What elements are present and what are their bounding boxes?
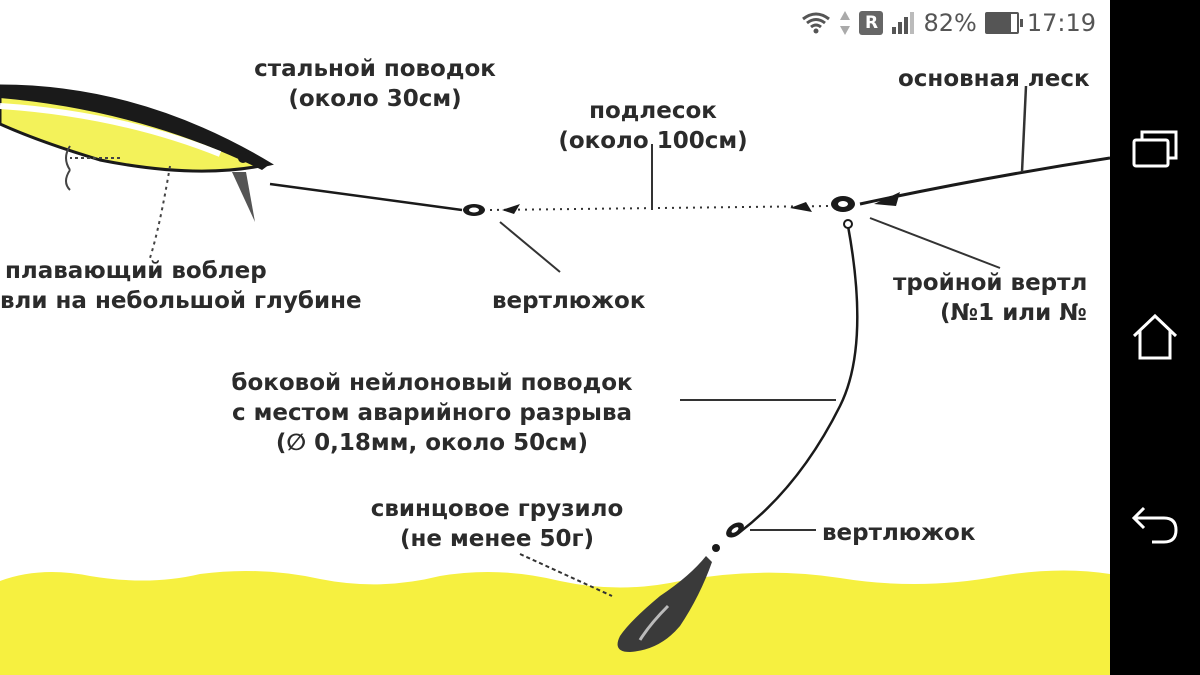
lure-label: плавающий воблер <box>5 258 267 284</box>
home-button[interactable] <box>1125 307 1185 367</box>
steel-leader-label: стальной поводок <box>254 56 496 82</box>
cell-signal-icon <box>891 11 915 35</box>
back-icon <box>1131 506 1178 544</box>
triple-swivel-label: тройной вертл <box>893 270 1087 296</box>
sub-line-label: подлесок <box>589 98 717 124</box>
triple-swivel-icon <box>790 192 900 229</box>
image-viewer[interactable]: стальной поводок (около 30см) подлесок (… <box>0 46 1110 675</box>
sub-line-length: (около 100см) <box>558 128 747 154</box>
data-arrows-icon <box>839 10 851 36</box>
sinker-weight: (не менее 50г) <box>400 526 594 552</box>
swivel-icon <box>463 204 520 216</box>
triple-swivel-size: (№1 или № <box>940 300 1087 326</box>
recent-apps-icon <box>1132 130 1178 168</box>
side-leader-break: с местом аварийного разрыва <box>232 400 632 426</box>
back-button[interactable] <box>1125 494 1185 554</box>
bottom-swivel-label: вертлюжок <box>822 520 976 546</box>
sub-line <box>489 205 831 211</box>
clock: 17:19 <box>1026 9 1096 37</box>
status-icons: R 82% 17:19 <box>801 8 1096 38</box>
status-bar: R 82% 17:19 <box>0 0 1110 46</box>
lead-sinker-icon <box>617 556 712 652</box>
steel-leader-length: (около 30см) <box>288 86 461 112</box>
navigation-bar <box>1110 0 1200 675</box>
lure-label-2: вли на небольшой глубине <box>0 288 362 314</box>
wifi-icon <box>801 11 831 35</box>
battery-icon <box>984 12 1023 34</box>
side-leader-line <box>739 225 859 533</box>
ground-shape <box>0 570 1110 675</box>
home-icon <box>1132 313 1178 360</box>
sinker-label: свинцовое грузило <box>371 496 624 522</box>
fishing-rig-diagram: стальной поводок (около 30см) подлесок (… <box>0 56 1110 675</box>
main-line-label: основная леск <box>898 66 1090 92</box>
side-leader-spec: (∅ 0,18мм, около 50см) <box>276 430 588 456</box>
recent-apps-button[interactable] <box>1125 120 1185 180</box>
wobbler-lure-icon <box>0 84 274 259</box>
battery-fill <box>986 14 1012 32</box>
roaming-icon: R <box>859 11 884 35</box>
bottom-swivel-icon <box>712 522 744 552</box>
side-leader-label: боковой нейлоновый поводок <box>231 370 633 396</box>
battery-percent: 82% <box>923 9 977 37</box>
steel-leader-line <box>269 182 463 212</box>
swivel-label: вертлюжок <box>492 288 646 314</box>
